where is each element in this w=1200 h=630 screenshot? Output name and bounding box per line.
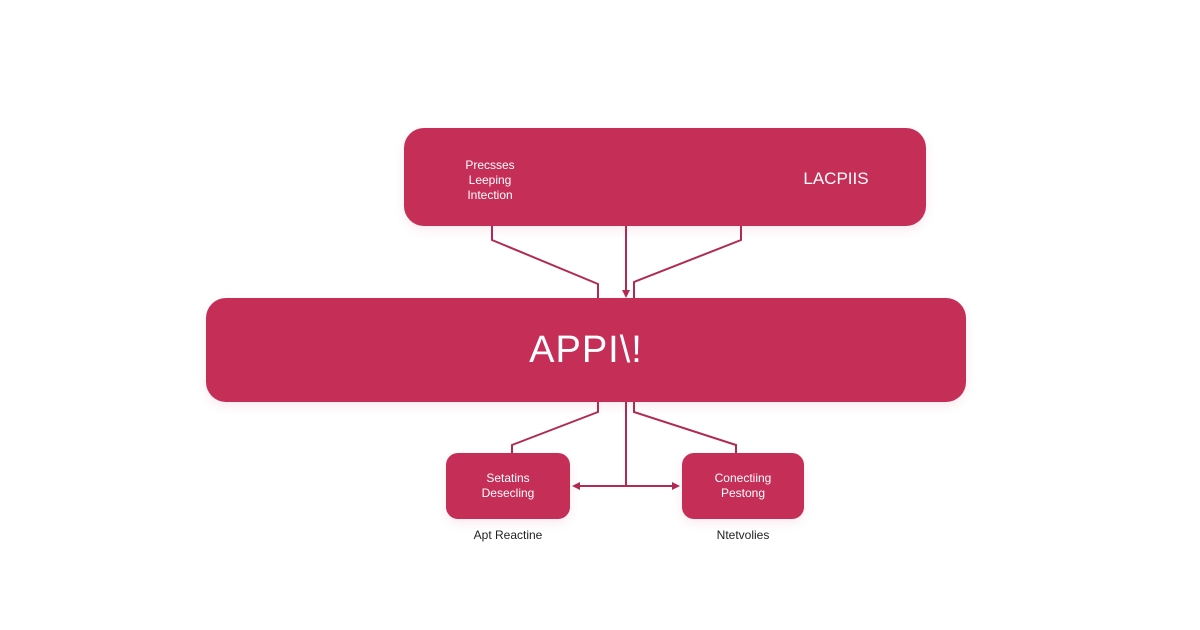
top-box-left-line-3: Intection	[467, 188, 513, 202]
bottom-left-line-1: Setatins	[486, 471, 530, 485]
bottom-right-box: Conectiing Pestong	[682, 453, 804, 519]
connector-main-left	[511, 402, 599, 453]
bottom-right-line-2: Pestong	[720, 486, 766, 500]
connector-top-right	[633, 226, 742, 298]
top-box-right-label: LACPIIS	[803, 169, 869, 188]
top-box-left-line-1: Precsses	[465, 158, 515, 172]
bottom-right-caption: Ntetvolies	[716, 528, 770, 542]
bottom-right-box-label: Conectiing Pestong	[715, 471, 772, 501]
connector-top-left	[491, 226, 599, 298]
connector-main-right	[633, 402, 737, 453]
bottom-right-line-1: Conectiing	[714, 471, 772, 485]
bottom-left-box: Setatins Desecling	[446, 453, 570, 519]
bottom-left-box-label: Setatins Desecling	[482, 471, 535, 501]
top-process-box	[404, 128, 926, 226]
bottom-left-caption: Apt Reactine	[473, 528, 543, 542]
main-box-label: APPI\!	[529, 328, 643, 371]
main-api-box: APPI\!	[206, 298, 966, 402]
top-box-left-line-2: Leeping	[468, 173, 512, 187]
top-box-left-label: Precsses Leeping Intection	[462, 158, 518, 203]
bottom-left-line-2: Desecling	[481, 486, 535, 500]
